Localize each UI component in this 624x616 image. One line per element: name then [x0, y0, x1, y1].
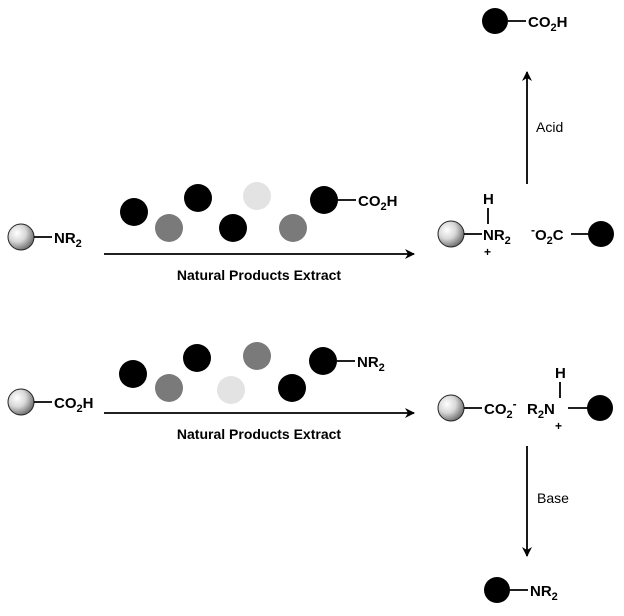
product-plus-charge: +: [555, 419, 562, 433]
extract-amine-label: NR2: [357, 354, 385, 374]
extract-ball-black: [183, 344, 211, 372]
product-carboxylate-label: -O2C: [531, 223, 564, 247]
product-h-label: H: [483, 191, 494, 208]
extract-ball-light: [217, 376, 245, 404]
product-ball-black: [587, 395, 613, 421]
resin-bead-product-top: [437, 220, 465, 248]
resin-bead-product-bottom: [437, 394, 465, 422]
extract-ball-black: [119, 360, 147, 388]
released-ball-black: [484, 577, 510, 603]
extract-ball-black: [278, 374, 306, 402]
top-scheme: NR2 CO2H Natural Products Extract H NR2 …: [7, 8, 614, 283]
product-plus-charge: +: [484, 245, 491, 259]
resin-bead-bottom: [7, 388, 35, 416]
extract-ball-black: [120, 198, 148, 226]
extract-ball-light: [243, 182, 271, 210]
product-ammonium-label: R2N: [527, 401, 555, 421]
extract-ball-black-acid: [310, 186, 338, 214]
extract-ball-black: [219, 214, 247, 242]
product-amine-label: NR2: [483, 227, 511, 247]
arrow-label-top: Natural Products Extract: [177, 267, 341, 283]
product-h-label: H: [555, 365, 566, 382]
extract-ball-gray: [243, 342, 271, 370]
resin-bead-top: [7, 223, 35, 251]
extract-ball-gray: [155, 374, 183, 402]
released-amine-label: NR2: [530, 583, 558, 603]
release-label-acid: Acid: [536, 119, 563, 135]
extract-ball-black-amine: [309, 347, 337, 375]
extract-ball-gray: [279, 214, 307, 242]
resin-amine-label: NR2: [54, 230, 82, 250]
release-label-base: Base: [537, 490, 569, 506]
extract-acid-label: CO2H: [358, 193, 397, 213]
product-carboxylate-label: CO2-: [484, 397, 517, 421]
released-acid-label: CO2H: [528, 14, 567, 34]
resin-acid-label: CO2H: [54, 395, 93, 415]
arrow-label-bottom: Natural Products Extract: [177, 426, 341, 442]
extract-ball-gray: [155, 214, 183, 242]
product-ball-black: [588, 221, 614, 247]
bottom-scheme: CO2H NR2 Natural Products Extract CO2- H…: [7, 342, 613, 603]
extract-ball-black: [184, 184, 212, 212]
released-ball-black: [482, 8, 508, 34]
